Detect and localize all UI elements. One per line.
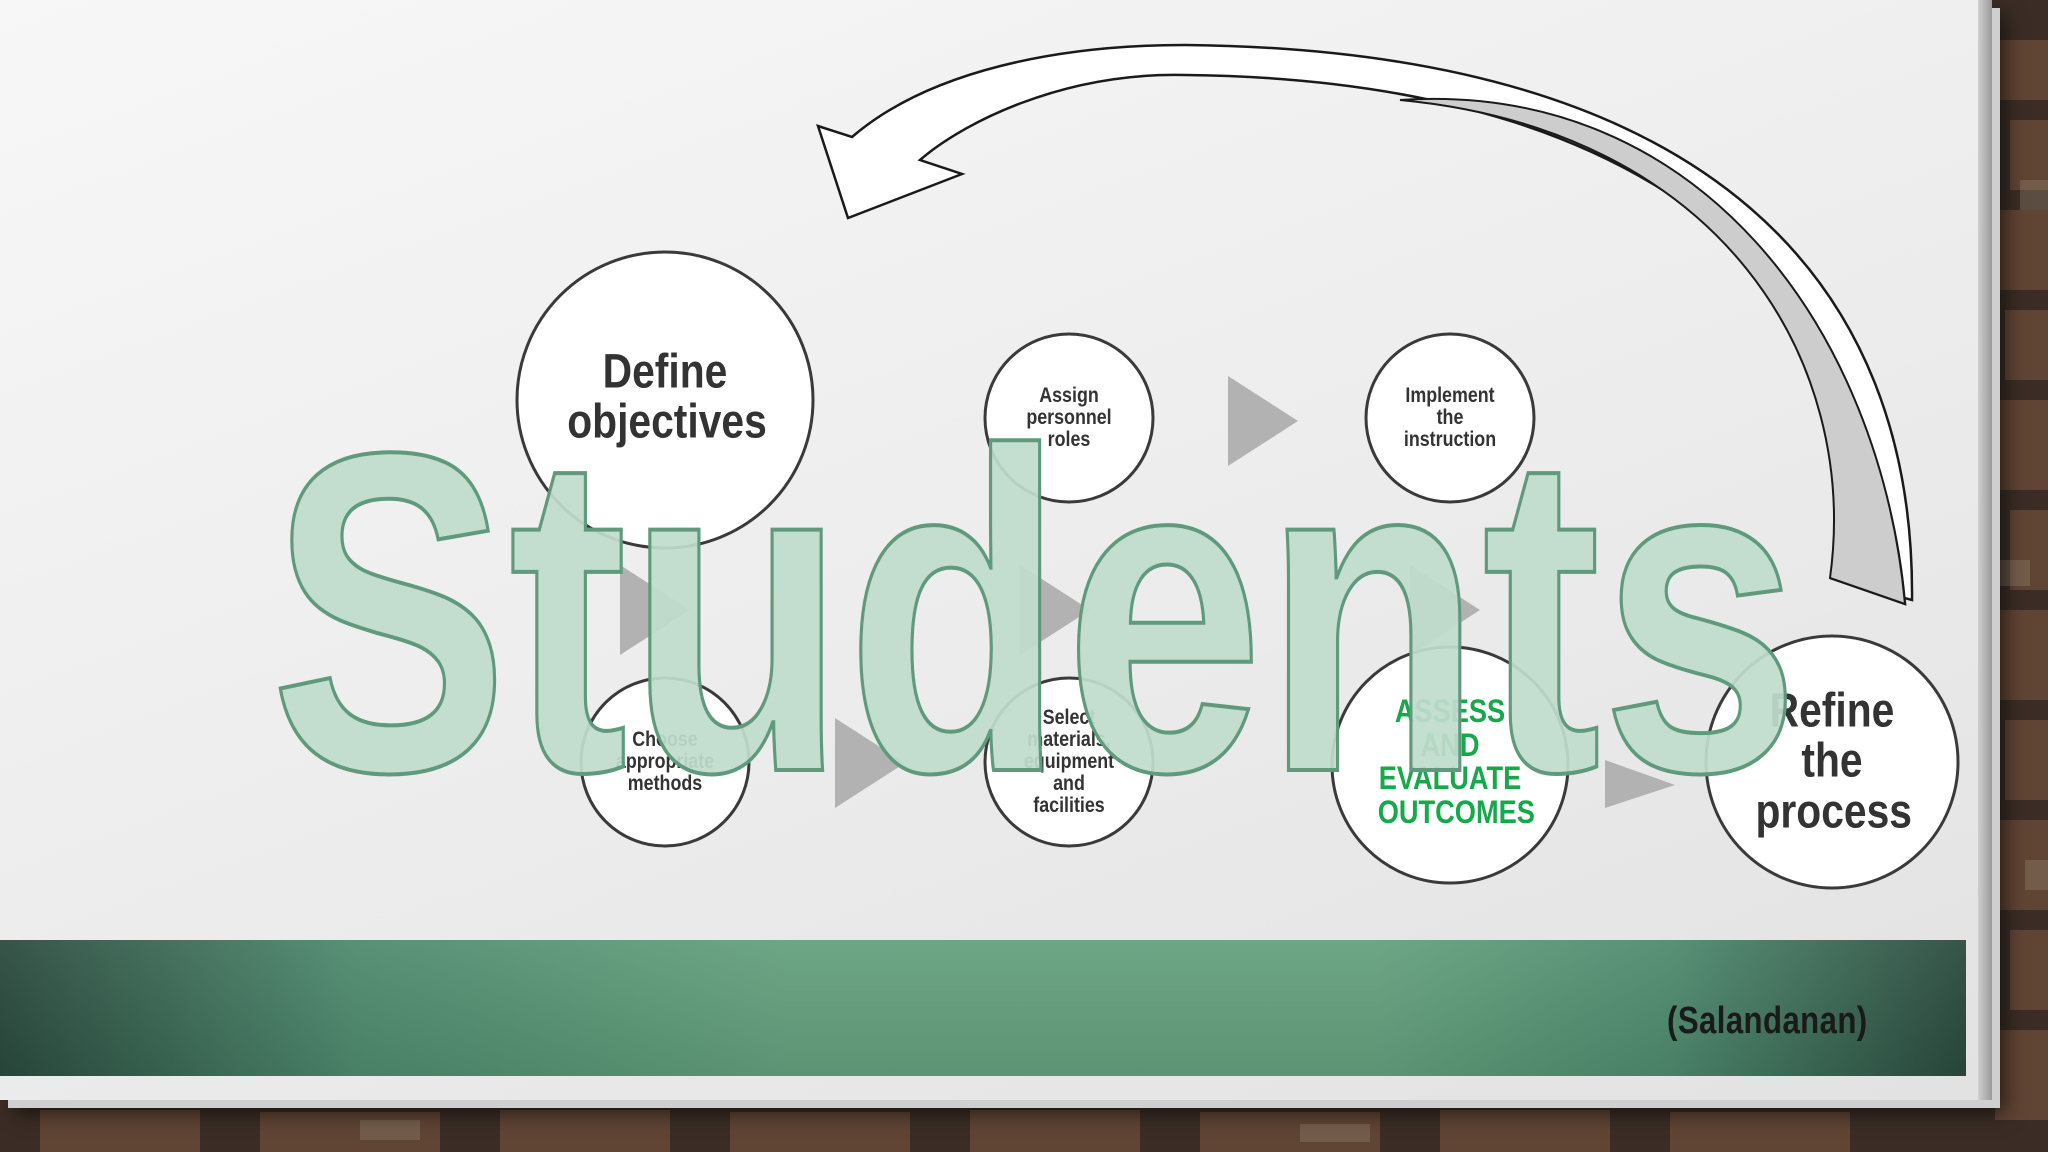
footer-band-gloss <box>0 940 1966 1076</box>
node-methods-label: Choose appropriate methods <box>615 727 715 796</box>
node-implement-circle <box>1364 332 1536 504</box>
node-implement-label: Implement the instruction <box>1403 383 1497 452</box>
slide-edge <box>1978 0 1992 1100</box>
citation-text: (Salandanan) <box>1667 1000 1868 1042</box>
node-personnel-circle <box>983 332 1155 504</box>
feedback-arrow-shade <box>1399 97 1907 606</box>
node-assess-circle <box>1330 645 1570 885</box>
node-materials-circle <box>983 676 1155 848</box>
node-define-circle <box>515 250 815 550</box>
students-overlay-text: Students <box>270 359 1800 867</box>
node-materials-label: Select materials, equipment and faciliti… <box>1023 705 1115 818</box>
chevron-arrow <box>1410 565 1480 655</box>
node-assess-label: ASSESS AND EVALUATE OUTCOMES <box>1377 692 1535 830</box>
chevron-arrow <box>1228 376 1298 466</box>
node-define-label: Define objectives <box>567 345 767 449</box>
chevron-arrow <box>1020 565 1090 655</box>
footer-band <box>0 940 1966 1076</box>
node-methods-circle <box>579 676 751 848</box>
node-refine-label: Refine the process <box>1755 684 1912 839</box>
node-refine-circle <box>1704 634 1960 890</box>
chevron-arrow <box>620 565 690 655</box>
chevron-arrow <box>1605 760 1675 808</box>
chevron-arrow <box>835 718 905 808</box>
node-personnel-label: Assign personnel roles <box>1026 383 1112 452</box>
